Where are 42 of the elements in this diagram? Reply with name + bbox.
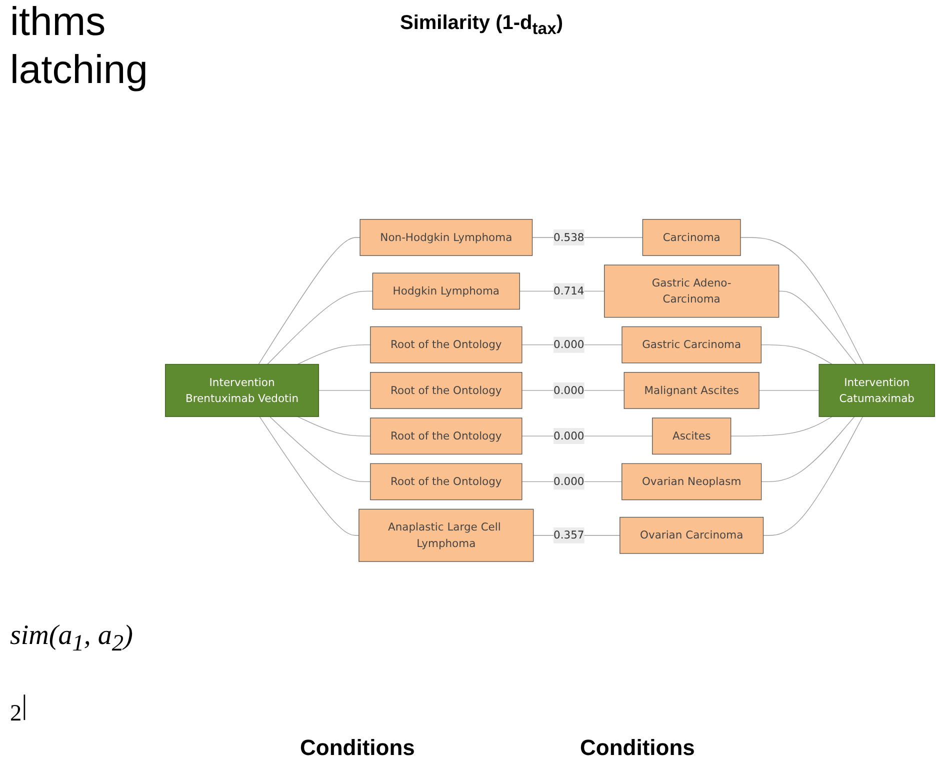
connector: [269, 416, 371, 482]
node-box: Malignant Ascites: [624, 372, 760, 408]
edge-label: 0.000: [554, 428, 584, 442]
node-box: Root of the Ontology: [370, 462, 522, 500]
node-box: Intervention Brentuximab Vedotin: [165, 364, 320, 416]
connector: [258, 236, 360, 364]
edge-label: 0.000: [554, 383, 584, 396]
column-heading: Conditions: [300, 735, 415, 761]
node-box: Ascites: [652, 417, 732, 454]
edge-label: 0.538: [554, 230, 584, 244]
heading-fragment: latching: [10, 48, 148, 93]
formula-fragment: sim(a$_{1}$, a$_{2}$): [10, 620, 133, 658]
connector: [259, 416, 360, 536]
node-box: Non-Hodgkin Lymphoma: [360, 218, 533, 256]
node-box: Hodgkin Lymphoma: [372, 272, 520, 310]
node-box: Ovarian Neoplasm: [622, 462, 762, 500]
connector: [297, 344, 371, 364]
column-heading: Similarity (1-d$_{tax}$): [400, 12, 564, 39]
connector: [778, 290, 857, 364]
connector: [730, 416, 832, 436]
connector: [297, 416, 371, 436]
column-heading: Conditions: [580, 735, 695, 761]
node-box: Root of the Ontology: [370, 372, 522, 408]
connector: [740, 236, 864, 364]
edge-label: 0.000: [554, 338, 584, 350]
node-box: Intervention Catumaximab: [818, 364, 935, 416]
connector: [267, 290, 373, 364]
formula-fragment: $_{2}$|: [10, 690, 28, 728]
edge-label: 0.000: [554, 474, 584, 488]
connector: [762, 416, 864, 536]
edge-label: 0.357: [554, 528, 584, 541]
node-box: Anaplastic Large Cell Lymphoma: [358, 508, 534, 562]
connector: [760, 344, 832, 364]
edge-label: 0.714: [554, 284, 584, 297]
connector: [760, 416, 855, 482]
node-box: Ovarian Carcinoma: [620, 516, 764, 554]
node-box: Gastric Carcinoma: [622, 326, 762, 363]
heading-fragment: ithms: [10, 0, 106, 45]
node-box: Root of the Ontology: [370, 326, 522, 363]
node-box: Gastric Adeno-Carcinoma: [604, 264, 780, 318]
node-box: Root of the Ontology: [370, 417, 522, 454]
node-box: Carcinoma: [642, 218, 741, 256]
